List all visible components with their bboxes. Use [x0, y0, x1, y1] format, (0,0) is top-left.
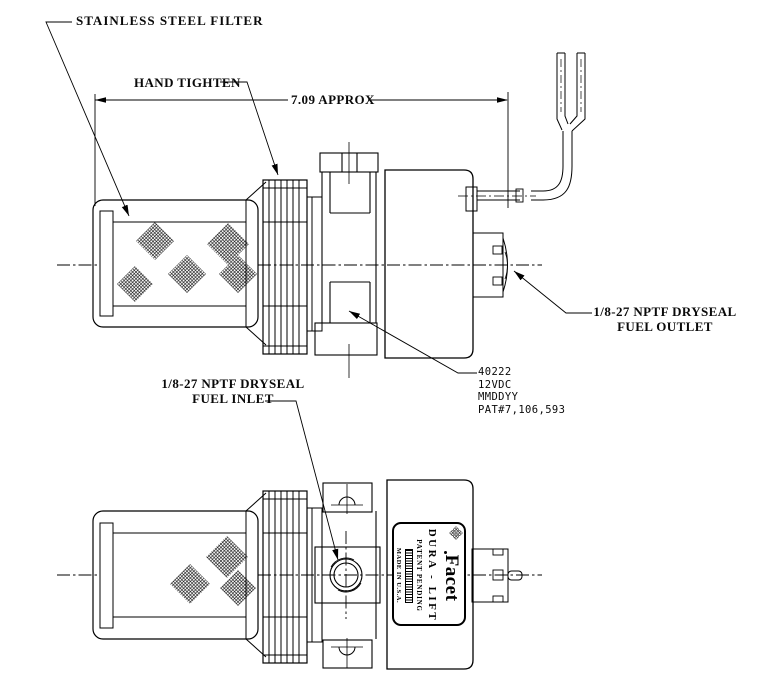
- brand-dot: [444, 550, 447, 554]
- product-label-content: Facet DURA - LIFT PATENT PENDING MADE IN…: [395, 526, 463, 625]
- leader-lines-bottom: [265, 400, 339, 561]
- made-in-usa-text: MADE IN U.S.A.: [395, 547, 402, 604]
- pump-body-bottom: [386, 479, 474, 670]
- wire-leads: [458, 52, 586, 212]
- fuel-inlet-line2: FUEL INLET: [192, 391, 274, 406]
- mounting-bracket-top: [314, 142, 379, 378]
- leader-lines-top: [45, 21, 592, 374]
- callout-fuel-outlet: 1/8-27 NPTF DRYSEAL FUEL OUTLET: [585, 304, 745, 334]
- leader-fuel-inlet: [265, 400, 339, 561]
- pump-body-top: [384, 169, 474, 359]
- filter-mesh-hatch-top: [117, 222, 257, 302]
- bottom-view: [57, 400, 542, 670]
- patent-pending-text: PATENT PENDING: [415, 539, 424, 612]
- fuel-outlet-fitting-bottom: [471, 548, 523, 603]
- fuel-outlet-line2: FUEL OUTLET: [617, 319, 713, 334]
- filter-mesh-hatch-bottom: [170, 536, 256, 606]
- hand-tighten-collar-top: [262, 179, 308, 355]
- voltage: 12VDC: [478, 378, 512, 391]
- brand-row: Facet: [441, 526, 463, 602]
- callout-fuel-inlet: 1/8-27 NPTF DRYSEAL FUEL INLET: [158, 376, 308, 406]
- fuel-outlet-line1: 1/8-27 NPTF DRYSEAL: [593, 304, 737, 319]
- leader-stainless-filter: [45, 21, 130, 217]
- filter-housing-top: [92, 181, 267, 346]
- dimension-709: [94, 92, 509, 208]
- top-view: [45, 21, 592, 378]
- model-name: DURA - LIFT: [426, 528, 439, 623]
- label-fine-print: [404, 548, 413, 603]
- part-number: 40222: [478, 366, 512, 378]
- product-label: Facet DURA - LIFT PATENT PENDING MADE IN…: [392, 522, 466, 626]
- facet-clover-icon: [449, 526, 463, 540]
- hand-tighten-collar-bottom: [262, 490, 308, 664]
- leader-part-info: [348, 310, 477, 374]
- neck-top: [306, 196, 323, 332]
- leader-hand-tighten: [220, 81, 279, 176]
- fuel-inlet-line1: 1/8-27 NPTF DRYSEAL: [161, 376, 305, 391]
- brand-name: Facet: [441, 554, 462, 602]
- fuel-inlet-port-bottom: [314, 546, 381, 604]
- callout-hand-tighten: HAND TIGHTEN: [134, 75, 241, 90]
- terminal-pin: [507, 570, 523, 581]
- part-info-block: 40222 12VDC MMDDYY PAT#7,106,593: [478, 366, 565, 416]
- mounting-bracket-bottom: [321, 482, 377, 669]
- leader-fuel-outlet: [513, 270, 592, 314]
- dimension-text: 7.09 APPROX: [291, 92, 375, 107]
- patent-number: PAT#7,106,593: [478, 403, 566, 416]
- fuel-outlet-port-top: [472, 232, 508, 298]
- filter-housing-bottom: [92, 492, 267, 658]
- date-code: MMDDYY: [478, 391, 519, 403]
- callout-stainless-steel-filter: STAINLESS STEEL FILTER: [76, 13, 264, 28]
